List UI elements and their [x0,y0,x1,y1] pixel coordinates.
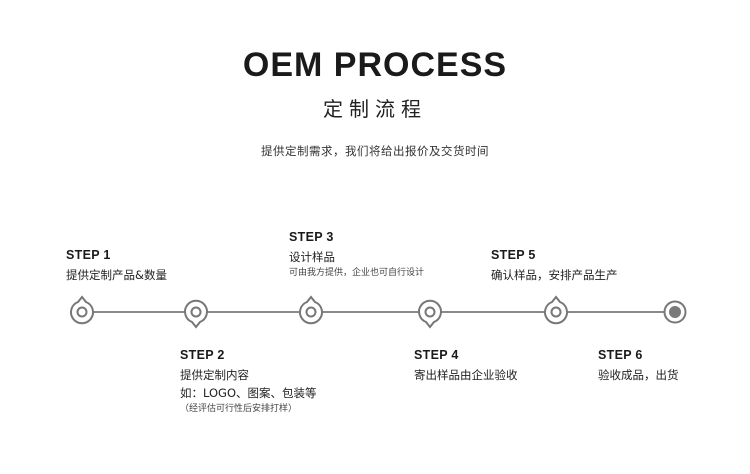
timeline-node-icon [70,295,94,325]
page-description: 提供定制需求，我们将给出报价及交货时间 [261,144,489,158]
step-note: 可由我方提供，企业也可自行设计 [289,268,425,278]
timeline-node-icon [418,299,442,329]
step-label: STEP 1 [66,248,111,262]
step-text: 验收成品，出货 [598,368,679,382]
step-label: STEP 5 [491,248,536,262]
step-text: 寄出样品由企业验收 [414,368,518,382]
step-label: STEP 3 [289,230,334,244]
step-6: STEP 6 验收成品，出货 [598,347,750,384]
step-label: STEP 4 [414,348,459,362]
timeline-final-node-icon [663,300,687,324]
timeline-node-icon [299,295,323,325]
step-label: STEP 2 [180,348,225,362]
step-example-text: 如：LOGO、图案、包装等 [180,386,317,400]
step-text: 设计样品 [289,250,335,264]
step-5: STEP 5 确认样品，安排产品生产 [491,247,691,284]
step-3: STEP 3 设计样品 可由我方提供，企业也可自行设计 [289,229,489,280]
step-1: STEP 1 提供定制产品&数量 [66,247,266,284]
timeline-node-icon [544,295,568,325]
timeline-node-icon [184,299,208,329]
step-4: STEP 4 寄出样品由企业验收 [414,347,614,384]
step-2: STEP 2 提供定制内容 如：LOGO、图案、包装等 （经评估可行性后安排打样… [180,347,380,416]
step-text: 提供定制产品&数量 [66,268,167,282]
step-label: STEP 6 [598,348,643,362]
step-text: 确认样品，安排产品生产 [491,268,618,282]
page-title: OEM PROCESS [242,46,508,84]
page-subtitle: 定制流程 [323,97,427,121]
step-note: （经评估可行性后安排打样） [180,404,298,414]
step-text: 提供定制内容 [180,368,249,382]
